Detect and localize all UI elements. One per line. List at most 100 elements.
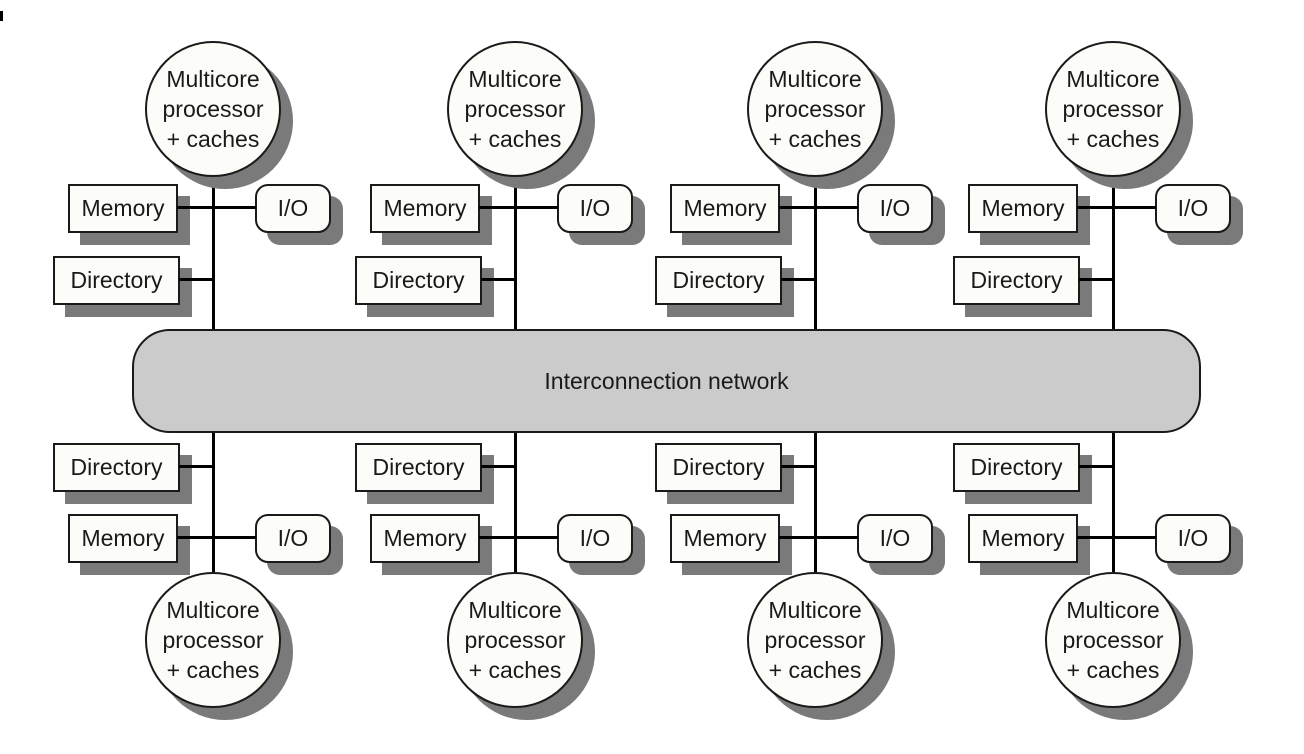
processor-label-line: + caches — [1066, 657, 1160, 683]
node-bus-line — [1111, 431, 1115, 577]
memory-box: Memory — [670, 184, 780, 233]
memory-io-connector-line — [1077, 536, 1156, 539]
io-label: I/O — [1177, 195, 1209, 221]
processor-label-line: Multicore — [768, 597, 862, 623]
directory-label: Directory — [672, 267, 765, 293]
io-box: I/O — [557, 184, 633, 233]
processor-label-line: + caches — [166, 126, 260, 152]
memory-box: Memory — [68, 184, 178, 233]
processor-label-line: processor — [1062, 96, 1164, 122]
node-bus-line — [513, 170, 517, 332]
directory-box: Directory — [355, 443, 482, 492]
memory-label: Memory — [981, 525, 1065, 551]
directory-connector-line — [781, 278, 817, 281]
memory-label: Memory — [683, 525, 767, 551]
io-label: I/O — [879, 525, 911, 551]
io-label: I/O — [579, 525, 611, 551]
directory-box: Directory — [953, 256, 1080, 305]
processor-label-line: + caches — [768, 657, 862, 683]
directory-box: Directory — [655, 256, 782, 305]
io-box: I/O — [857, 514, 933, 563]
processor-label-line: Multicore — [468, 597, 562, 623]
io-box: I/O — [857, 184, 933, 233]
multicore-processor-circle: Multicore processor + caches — [447, 572, 583, 708]
multicore-processor-circle: Multicore processor + caches — [145, 572, 281, 708]
multicore-processor-circle: Multicore processor + caches — [145, 41, 281, 177]
node-bus-line — [513, 431, 517, 577]
io-label: I/O — [579, 195, 611, 221]
memory-box: Memory — [968, 184, 1078, 233]
io-label: I/O — [879, 195, 911, 221]
directory-box: Directory — [53, 256, 180, 305]
io-box: I/O — [1155, 514, 1231, 563]
directory-label: Directory — [372, 267, 465, 293]
processor-label-line: Multicore — [768, 66, 862, 92]
processor-label-line: processor — [162, 627, 264, 653]
memory-label: Memory — [383, 195, 467, 221]
io-box: I/O — [1155, 184, 1231, 233]
directory-box: Directory — [355, 256, 482, 305]
node-bus-line — [211, 431, 215, 577]
processor-label-line: + caches — [166, 657, 260, 683]
processor-label-line: Multicore — [1066, 597, 1160, 623]
multicore-processor-circle: Multicore processor + caches — [1045, 41, 1181, 177]
multicore-processor-circle: Multicore processor + caches — [1045, 572, 1181, 708]
memory-box: Memory — [670, 514, 780, 563]
memory-io-connector-line — [479, 206, 558, 209]
node-bus-line — [211, 170, 215, 332]
io-label: I/O — [277, 525, 309, 551]
directory-label: Directory — [970, 267, 1063, 293]
directory-label: Directory — [70, 267, 163, 293]
processor-label-line: Multicore — [166, 597, 260, 623]
directory-label: Directory — [372, 454, 465, 480]
processor-label-line: + caches — [468, 126, 562, 152]
directory-label: Directory — [672, 454, 765, 480]
memory-box: Memory — [370, 514, 480, 563]
directory-connector-line — [179, 465, 215, 468]
processor-label-line: processor — [1062, 627, 1164, 653]
processor-label-line: + caches — [768, 126, 862, 152]
directory-box: Directory — [53, 443, 180, 492]
memory-box: Memory — [968, 514, 1078, 563]
memory-io-connector-line — [779, 206, 858, 209]
memory-io-connector-line — [479, 536, 558, 539]
io-label: I/O — [1177, 525, 1209, 551]
memory-label: Memory — [81, 195, 165, 221]
memory-io-connector-line — [177, 536, 256, 539]
memory-io-connector-line — [1077, 206, 1156, 209]
interconnection-network-bar: Interconnection network — [132, 329, 1201, 433]
directory-box: Directory — [953, 443, 1080, 492]
processor-label-line: processor — [764, 627, 866, 653]
directory-label: Directory — [70, 454, 163, 480]
node-bus-line — [813, 431, 817, 577]
processor-label-line: processor — [764, 96, 866, 122]
directory-connector-line — [179, 278, 215, 281]
memory-label: Memory — [383, 525, 467, 551]
multicore-processor-circle: Multicore processor + caches — [447, 41, 583, 177]
processor-label-line: Multicore — [1066, 66, 1160, 92]
multicore-processor-circle: Multicore processor + caches — [747, 572, 883, 708]
directory-connector-line — [481, 465, 517, 468]
directory-connector-line — [1079, 278, 1115, 281]
io-box: I/O — [255, 184, 331, 233]
processor-label-line: + caches — [1066, 126, 1160, 152]
stray-mark — [0, 11, 3, 21]
node-bus-line — [1111, 170, 1115, 332]
directory-connector-line — [1079, 465, 1115, 468]
processor-label-line: processor — [464, 627, 566, 653]
memory-label: Memory — [683, 195, 767, 221]
directory-connector-line — [481, 278, 517, 281]
memory-label: Memory — [981, 195, 1065, 221]
memory-io-connector-line — [779, 536, 858, 539]
processor-label-line: processor — [464, 96, 566, 122]
memory-label: Memory — [81, 525, 165, 551]
directory-box: Directory — [655, 443, 782, 492]
multicore-processor-circle: Multicore processor + caches — [747, 41, 883, 177]
processor-label-line: Multicore — [468, 66, 562, 92]
memory-box: Memory — [68, 514, 178, 563]
memory-box: Memory — [370, 184, 480, 233]
io-label: I/O — [277, 195, 309, 221]
memory-io-connector-line — [177, 206, 256, 209]
processor-label-line: processor — [162, 96, 264, 122]
